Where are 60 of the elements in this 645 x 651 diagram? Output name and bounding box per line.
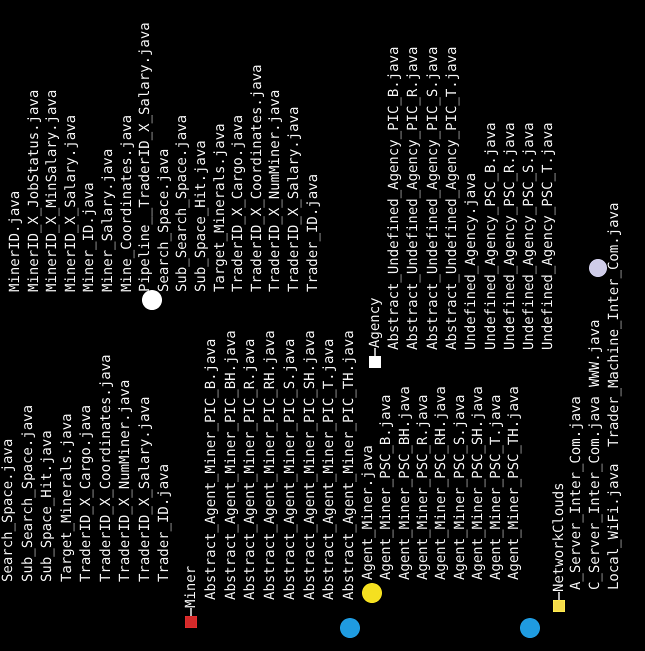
file-name: TraderID_X_Coordinates.java: [98, 354, 114, 582]
file-name: Pipeline__TraderID_X_Salary.java: [137, 22, 154, 292]
file-name: TraderID_X_Cargo.java: [78, 404, 94, 582]
file-name: Agent_Miner_PSC_BH.java: [396, 386, 413, 580]
file-name: Abstract_Agent_Miner_PIC_T.java: [321, 338, 338, 600]
file-name: Abstract_Agent_Miner_PIC_R.java: [242, 338, 258, 600]
file-name: Abstract_Agent_Miner_PIC_RH.java: [262, 330, 278, 600]
file-name: Sub_Search_Space.java: [20, 404, 36, 582]
file-name: MinerID_X_Salary.java: [62, 114, 79, 292]
file-name: TraderID_X_Salary.java: [136, 396, 152, 582]
file-name: A_Server_Inter_Com.java: [568, 396, 584, 590]
folder-name: NetworkClouds: [551, 482, 567, 592]
file-name: Search_Space.java: [156, 148, 172, 292]
file-name: Agent_Miner_PSC_B.java: [378, 394, 394, 580]
folder-name: Miner: [183, 566, 199, 608]
file-name: TraderID_X_NumMiner.java: [267, 90, 284, 292]
file-name: Agent_Miner_PSC_S.java: [452, 394, 468, 580]
file-name: Trader_ID.java: [304, 174, 321, 292]
file-name: Abstract_Agent_Miner_PIC_S.java: [282, 338, 298, 600]
file-name: Agent_Miner_PSC_R.java: [414, 394, 431, 580]
file-name: Trader_ID.java: [156, 464, 172, 582]
file-name: C_Server_Inter_Com.java: [587, 396, 603, 590]
file-name: MinerID_X_JobStatus.java: [26, 90, 42, 292]
file-name: Search_Space.java: [0, 438, 16, 582]
file-name: Abstract_Undefined_Agency_PIC_B.java: [386, 46, 402, 350]
file-name: Agent_Miner_PSC_T.java: [488, 394, 504, 580]
file-name: TraderID_X_NumMiner.java: [117, 380, 133, 582]
file-name: Abstract_Agent_Miner_PIC_TH.java: [340, 330, 357, 600]
file-name: Miner_ID.java: [81, 182, 98, 292]
file-name: Abstract_Undefined_Agency_PIC_T.java: [444, 46, 460, 350]
file-name: Undefined_Agency_PSC_B.java: [482, 122, 498, 350]
file-name: Abstract_Agent_Miner_PIC_SH.java: [302, 330, 318, 600]
file-name: TraderID_X_Coordinates.java: [248, 64, 265, 292]
file-name: Abstract_Undefined_Agency_PIC_S.java: [424, 46, 441, 350]
file-name: Sub_Space_Hit.java: [39, 430, 55, 582]
file-name: Target_Minerals.java: [58, 413, 74, 582]
file-name: TraderID_X_Cargo.java: [230, 114, 246, 292]
file-name: Trader_Machine_Inter_Com.java: [606, 202, 622, 447]
file-name: MinerID.java: [7, 190, 23, 292]
file-name: Target_Minerals.java: [212, 123, 228, 292]
file-name: MinerID_X_MinSalary.java: [44, 90, 60, 292]
file-name: Abstract_Agent_Miner_PIC_BH.java: [222, 330, 239, 600]
file-name: Undefined_Agency_PSC_S.java: [521, 122, 538, 350]
folder-name: Agency: [367, 297, 383, 348]
file-name: WWW.java: [587, 320, 603, 387]
file-name: Local_WiFi.java: [606, 464, 622, 590]
file-name: Agent_Miner_PSC_RH.java: [433, 386, 450, 580]
file-name: Abstract_Agent_Miner_PIC_B.java: [203, 338, 219, 600]
file-name: Abstract_Undefined_Agency_PIC_R.java: [405, 46, 422, 350]
file-name: Sub_Space_Hit.java: [193, 140, 209, 292]
file-name: Mine_Coordinates.java: [118, 114, 135, 292]
file-name: Undefined_Agency_PSC_R.java: [502, 122, 518, 350]
file-name: Undefined_Agency_PSC_T.java: [540, 122, 556, 350]
file-name: Sub_Search_Space.java: [174, 114, 190, 292]
file-name: Undefined_Agency.java: [463, 172, 480, 350]
file-name: TraderID_X_Salary.java: [286, 106, 302, 292]
file-name: Miner_Salary.java: [100, 148, 116, 292]
file-name: Agent_Miner_PSC_TH.java: [506, 386, 522, 580]
file-name: Agent_Miner.java: [360, 445, 376, 580]
file-name: Agent_Miner_PSC_SH.java: [470, 386, 486, 580]
